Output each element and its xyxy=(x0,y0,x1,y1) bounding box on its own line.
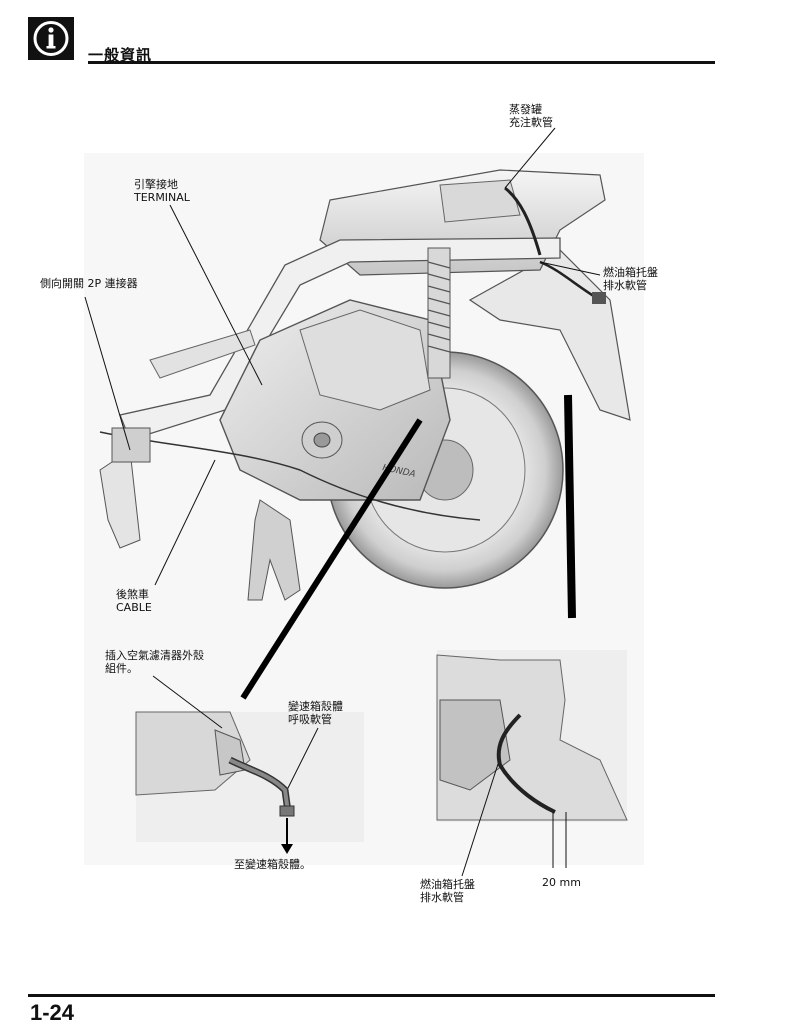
label-dimension-20mm: 20 mm xyxy=(542,876,581,889)
label-breather-hose: 變速箱殼體 呼吸軟管 xyxy=(288,700,343,726)
inset-right xyxy=(436,650,628,877)
page-number: 1-24 xyxy=(30,1000,75,1025)
pointer-to-right-inset xyxy=(564,394,576,619)
label-rear-brake-cable: 後煞車 CABLE xyxy=(116,588,152,614)
brake-cable-line xyxy=(99,431,481,521)
section-title: 一般資訊 xyxy=(88,46,153,64)
label-engine-ground-terminal: 引擎接地 TERMINAL xyxy=(134,178,190,204)
header-rule xyxy=(88,61,715,64)
pointer-to-left-inset xyxy=(240,418,423,700)
shock-absorber xyxy=(427,247,451,379)
main-frame-tube xyxy=(119,237,561,441)
callout-lines xyxy=(84,127,601,586)
label-fuel-tray-drain-hose-top: 燃油箱托盤 排水軟管 xyxy=(603,266,658,292)
label-side-stand-connector: 側向開關 2P 連接器 xyxy=(40,277,138,290)
info-icon xyxy=(28,17,74,60)
label-evap-purge-hose: 蒸發罐 充注軟管 xyxy=(509,103,553,129)
label-fuel-tray-drain-hose-bottom: 燃油箱托盤 排水軟管 xyxy=(420,878,475,904)
label-to-transmission-case: 至變速箱殼體。 xyxy=(234,858,311,871)
footer-rule xyxy=(28,994,715,997)
center-stand xyxy=(247,499,301,601)
label-insert-air-cleaner: 插入空氣濾清器外殼 組件。 xyxy=(105,649,204,675)
inset-left xyxy=(135,675,364,854)
